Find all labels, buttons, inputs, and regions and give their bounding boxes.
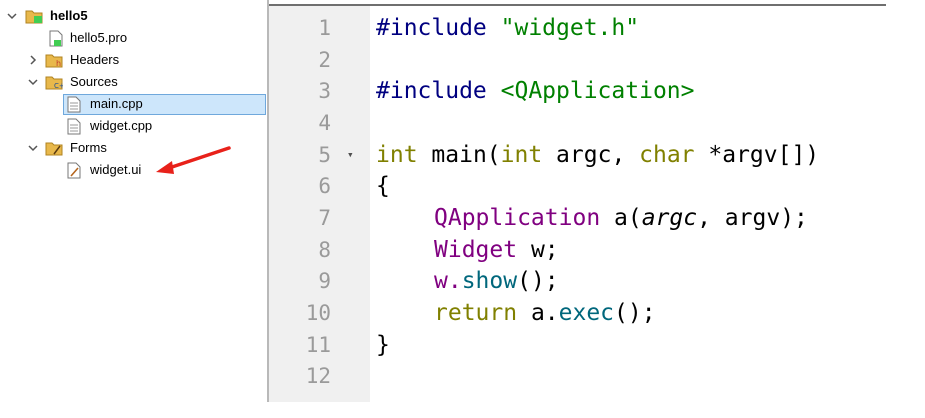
line-number: 6 [318,174,331,198]
svg-text:C+: C+ [54,82,63,90]
code-line-8: Widget w; [434,234,559,266]
code-line-5: int main(int argc, char *argv[]) [376,139,819,171]
tree-item-label: Headers [70,52,120,67]
code-line-10: return a.exec(); [434,297,656,329]
headers-folder-icon: h [45,54,63,68]
tree-item-label: widget.cpp [90,118,153,133]
code-line-6: { [376,173,390,199]
selection-highlight [63,94,266,115]
annotation-arrow [156,146,231,174]
text-token: (); [517,268,559,294]
keyword-token: char [639,142,695,168]
text-token: ( [486,142,501,168]
tree-item-headers[interactable]: h Headers [0,49,267,71]
text-token: argc, [542,142,640,168]
string-token: "widget.h" [500,15,640,41]
tree-item-widget-cpp[interactable]: widget.cpp [0,115,267,137]
line-number: 11 [305,333,331,357]
chevron-down-icon[interactable] [7,11,17,21]
sources-folder-icon: C+ [45,76,63,90]
ui-file-icon [67,162,81,179]
editor-top-border [269,4,886,6]
function-name-token: exec [558,300,615,326]
code-line-7: QApplication a(argc, argv); [434,202,808,234]
tree-item-label: Sources [70,74,118,89]
tree-item-label: widget.ui [90,162,142,177]
line-number: 12 [305,364,331,388]
code-line-9: w.show(); [434,265,559,297]
function-name-token: main [431,142,487,168]
tree-item-widget-ui[interactable]: widget.ui [0,159,267,181]
chevron-down-icon[interactable] [28,143,38,153]
line-number: 9 [318,269,331,293]
line-number: 8 [318,238,331,262]
parameter-token: argc [641,205,698,231]
code-line-1: #include "widget.h" [376,12,639,44]
project-folder-icon [25,10,43,24]
tree-item-sources[interactable]: C+ Sources [0,71,267,93]
fold-marker-icon[interactable]: ▾ [347,148,354,161]
code-editor[interactable] [370,6,886,402]
line-number: 3 [318,79,331,103]
line-number: 10 [305,301,331,325]
tree-item-forms[interactable]: Forms [0,137,267,159]
cpp-file-icon [67,96,81,113]
text-token: *argv[]) [694,142,820,168]
text-token: w; [517,237,559,263]
line-number: 1 [318,16,331,40]
line-number: 4 [318,111,331,135]
function-name-token: show [461,268,518,294]
svg-text:h: h [56,59,61,68]
tree-item-project[interactable]: hello5 [0,5,267,27]
tree-item-main-cpp[interactable]: main.cpp [0,93,267,115]
tree-item-label: Forms [70,140,107,155]
text-token: a. [517,300,559,326]
string-token: <QApplication> [500,78,695,104]
tree-item-pro-file[interactable]: hello5.pro [0,27,267,49]
keyword-token: return [434,300,518,326]
text-token: (); [614,300,656,326]
pro-file-icon [49,30,63,47]
preprocessor-token: #include [376,15,501,41]
tree-item-label: hello5.pro [70,30,128,45]
type-token: QApplication [434,205,601,231]
line-number-gutter [269,6,370,402]
line-number: 2 [318,48,331,72]
type-token: Widget [434,237,518,263]
chevron-right-icon[interactable] [28,55,38,65]
preprocessor-token: #include [376,78,501,104]
forms-folder-icon [45,142,63,156]
text-token [418,142,432,168]
panel-splitter[interactable] [267,0,269,402]
cpp-file-icon [67,118,81,135]
code-line-11: } [376,332,390,358]
keyword-token: int [376,142,418,168]
project-tree: hello5 hello5.pro h Headers C+ Sources m [0,0,267,402]
variable-token: w. [434,268,462,294]
keyword-token: int [500,142,543,168]
text-token: , argv); [697,205,808,231]
project-name: hello5 [50,8,88,23]
line-number: 5 [318,143,331,167]
chevron-down-icon[interactable] [28,77,38,87]
code-line-3: #include <QApplication> [376,75,695,107]
tree-item-label: main.cpp [90,96,143,111]
text-token: a( [600,205,642,231]
line-number: 7 [318,206,331,230]
